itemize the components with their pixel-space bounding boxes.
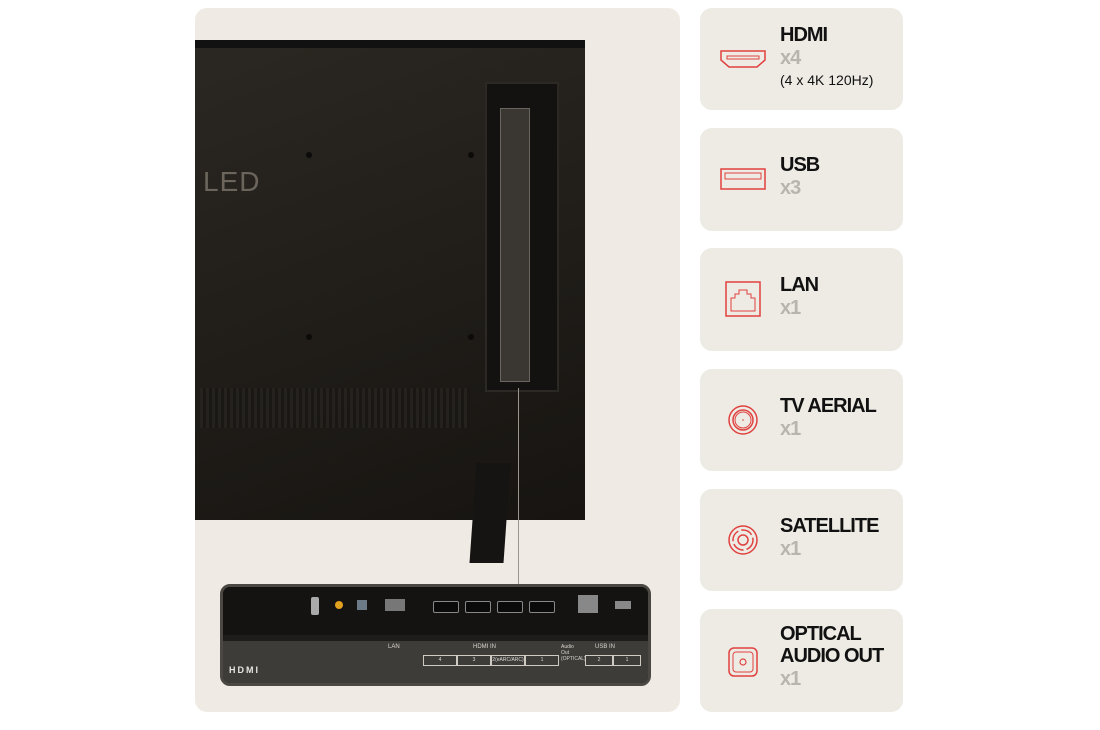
tv-aerial-icon: [720, 397, 766, 443]
port-count: x1: [780, 418, 801, 440]
audio-out-label: Audio Out (OPTICAL): [561, 644, 586, 662]
satellite-icon: [720, 517, 766, 563]
callout-line: [518, 388, 519, 584]
port-row: [223, 587, 648, 635]
lan-icon: [720, 276, 766, 322]
mount-screw: [306, 334, 312, 340]
hdmi-cell-4: 4: [423, 655, 457, 666]
hdmi-cell-1: 1: [525, 655, 559, 666]
tv-stand: [469, 463, 511, 563]
hdmi-port-2: [497, 601, 523, 613]
port-count: x4: [780, 47, 801, 69]
usb-in-label: USB IN: [595, 644, 616, 650]
hdmi-logo: HDMI: [229, 665, 260, 675]
hdmi-cell-2: 2(eARC/ARC): [491, 655, 525, 666]
satellite-port: [335, 601, 343, 609]
port-count: x1: [780, 297, 801, 319]
speaker-vent: [200, 388, 470, 428]
port-title: LAN: [780, 274, 819, 296]
hdmi-port-4: [433, 601, 459, 613]
mount-screw: [306, 152, 312, 158]
tv-logo: LED: [203, 166, 261, 197]
port-card-satellite: SATELLITE x1: [700, 489, 903, 591]
port-closeup-inset: LAN HDMI IN 4 3 2(eARC/ARC) 1 Audio Out …: [220, 584, 651, 686]
tv-rear-photo-panel: LED LAN HDMI IN 4 3 2(eARC/ARC) 1 Audio …: [195, 8, 680, 712]
usb-icon: [720, 156, 766, 202]
port-label-sticker: [500, 108, 530, 382]
optical-audio-icon: [720, 639, 766, 685]
usb-cell-2: 2: [585, 655, 613, 666]
hdmi-icon: [720, 36, 766, 82]
hdmi-cell-3: 3: [457, 655, 491, 666]
port-card-optical-audio: OPTICAL AUDIO OUT x1: [700, 609, 903, 712]
port-card-lan: LAN x1: [700, 248, 903, 351]
mount-screw: [468, 334, 474, 340]
port-count: x1: [780, 538, 801, 560]
aerial-port: [311, 597, 319, 615]
lan-port: [385, 599, 405, 611]
hdmi-port-3: [465, 601, 491, 613]
port-title: HDMI: [780, 24, 828, 46]
lan-label: LAN: [388, 644, 400, 650]
port-count: x1: [780, 668, 801, 690]
port-card-usb: USB x3: [700, 128, 903, 231]
mount-screw: [468, 152, 474, 158]
usb-port: [615, 601, 631, 609]
tv-top-edge: [195, 40, 585, 48]
port-card-tv-aerial: TV AERIAL x1: [700, 369, 903, 471]
optical-port: [357, 600, 367, 610]
port-title: USB: [780, 154, 820, 176]
port-label-strip: LAN HDMI IN 4 3 2(eARC/ARC) 1 Audio Out …: [223, 641, 648, 683]
port-note: (4 x 4K 120Hz): [780, 72, 874, 88]
port-card-hdmi: HDMI x4 (4 x 4K 120Hz): [700, 8, 903, 110]
hdmi-port-1: [529, 601, 555, 613]
port-title: TV AERIAL: [780, 395, 877, 417]
usb-ports-stack: [578, 595, 598, 613]
port-title: OPTICAL AUDIO OUT: [780, 623, 884, 667]
port-title: SATELLITE: [780, 515, 879, 537]
port-count: x3: [780, 177, 801, 199]
hdmi-in-label: HDMI IN: [473, 644, 496, 650]
usb-cell-1: 1: [613, 655, 641, 666]
